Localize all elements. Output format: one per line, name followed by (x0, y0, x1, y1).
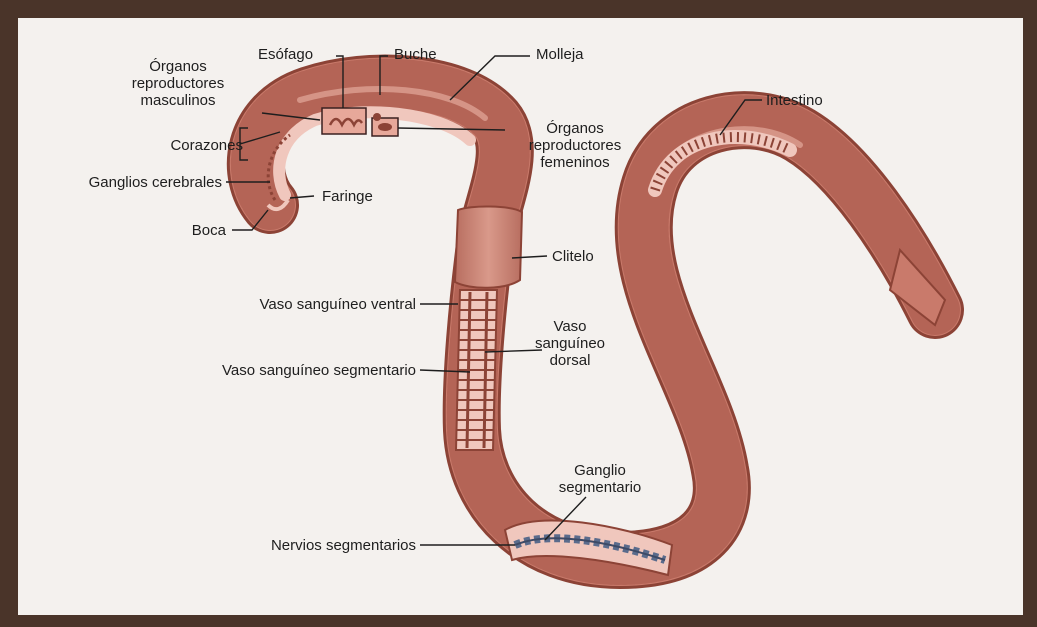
label-esofago: Esófago (258, 46, 313, 63)
label-faringe: Faringe (322, 188, 373, 205)
label-ganglio-segmentario-line1: Ganglio (550, 462, 650, 479)
label-vaso-dorsal: Vaso sanguíneo dorsal (530, 318, 610, 369)
label-organos-femeninos-line2: reproductores (505, 137, 645, 154)
label-vaso-dorsal-line1: Vaso (530, 318, 610, 335)
label-vaso-ventral: Vaso sanguíneo ventral (180, 296, 416, 313)
label-organos-femeninos-line1: Órganos (505, 120, 645, 137)
label-vaso-dorsal-line2: sanguíneo (530, 335, 610, 352)
label-buche: Buche (394, 46, 437, 63)
label-clitelo: Clitelo (552, 248, 594, 265)
label-ganglios-cerebrales: Ganglios cerebrales (30, 174, 222, 191)
blood-vessels-cutaway (456, 290, 497, 450)
label-boca: Boca (150, 222, 226, 239)
label-organos-masculinos-line3: masculinos (98, 92, 258, 109)
label-organos-masculinos-line2: reproductores (98, 75, 258, 92)
label-nervios-segmentarios: Nervios segmentarios (190, 537, 416, 554)
label-organos-masculinos: Órganos reproductores masculinos (98, 58, 258, 109)
label-molleja: Molleja (536, 46, 584, 63)
label-organos-masculinos-line1: Órganos (98, 58, 258, 75)
label-vaso-segmentario: Vaso sanguíneo segmentario (140, 362, 416, 379)
label-organos-femeninos-line3: femeninos (505, 154, 645, 171)
label-ganglio-segmentario: Ganglio segmentario (550, 462, 650, 496)
label-vaso-dorsal-line3: dorsal (530, 352, 610, 369)
label-intestino: Intestino (766, 92, 823, 109)
label-ganglio-segmentario-line2: segmentario (550, 479, 650, 496)
label-organos-femeninos: Órganos reproductores femeninos (505, 120, 645, 171)
clitellum (455, 206, 522, 287)
label-corazones: Corazones (95, 137, 243, 154)
